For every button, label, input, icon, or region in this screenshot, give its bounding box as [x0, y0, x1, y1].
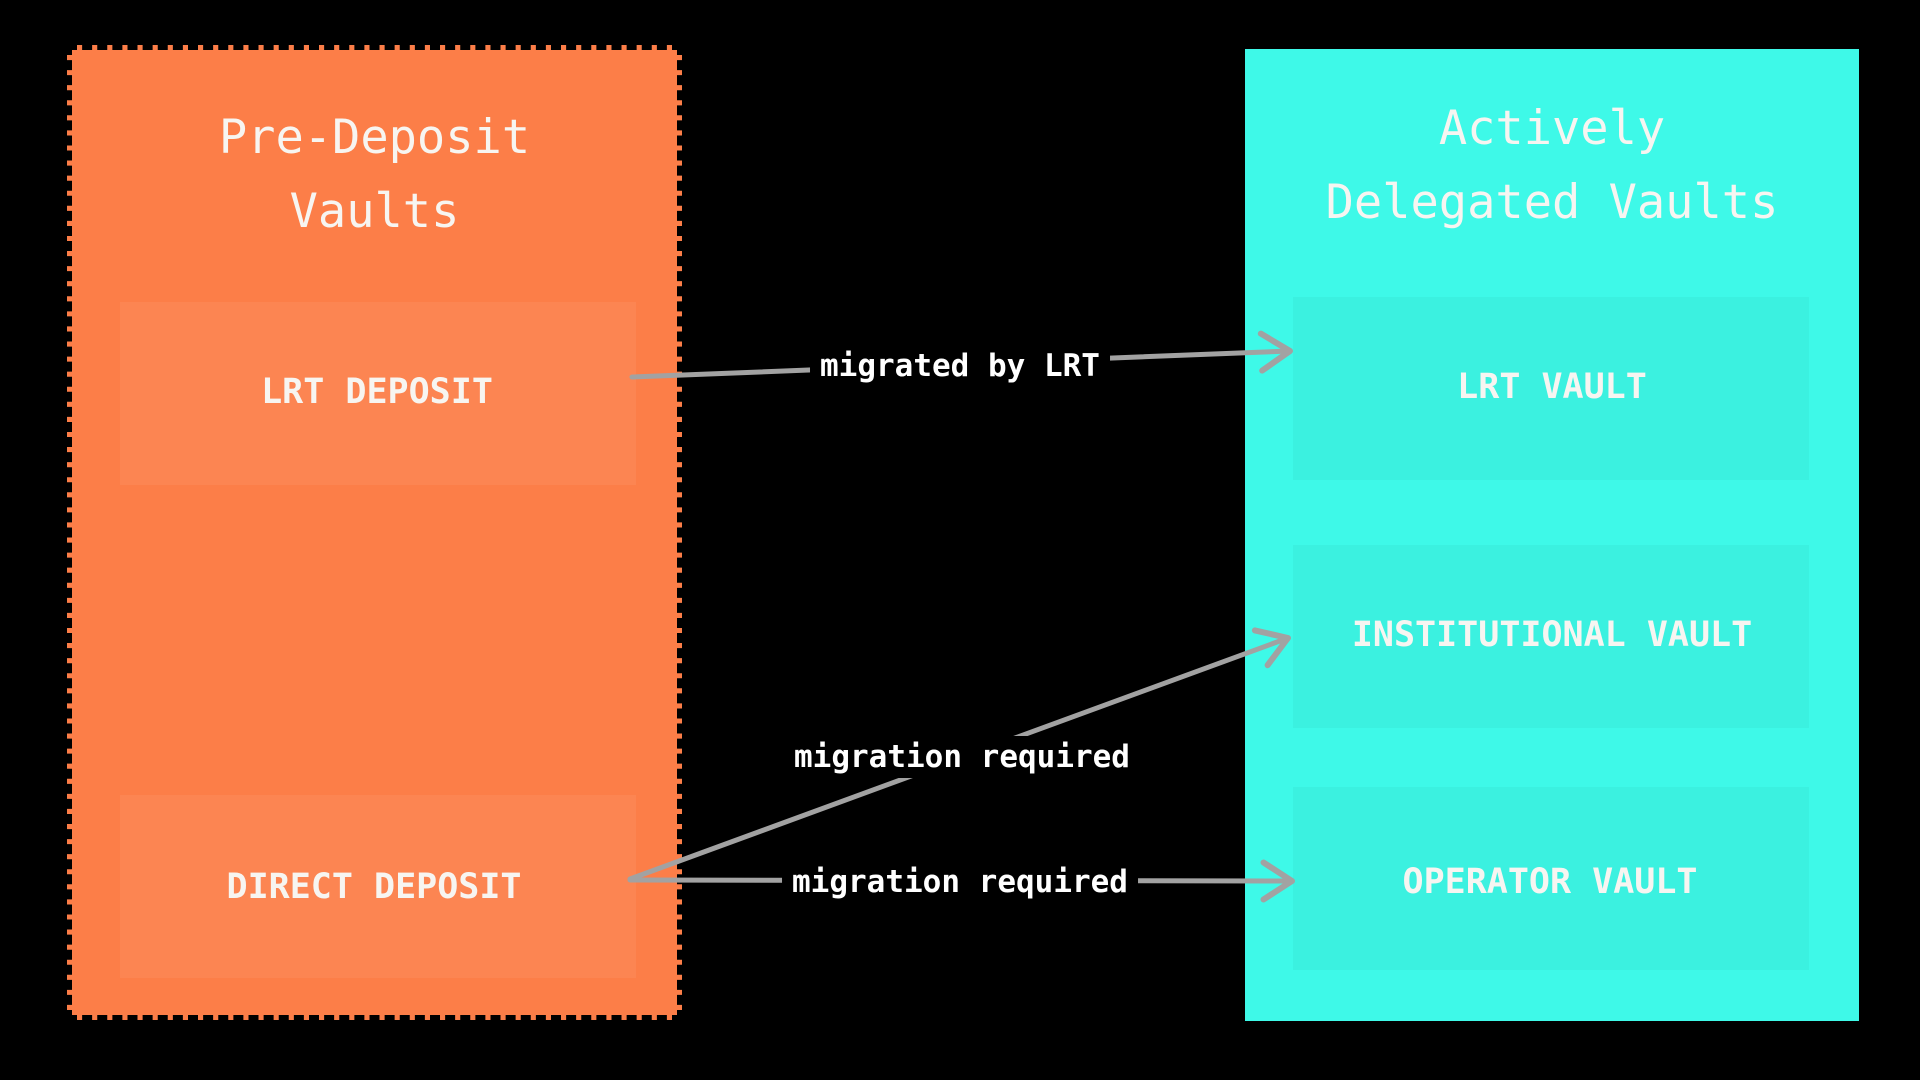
edge-label-migration-required-operator: migration required [782, 861, 1138, 903]
lrt-deposit-node [120, 302, 636, 485]
actively-delegated-vaults-panel: Actively Delegated Vaults LRT VAULT INST… [1245, 49, 1859, 1021]
lrt-deposit-label: LRT DEPOSIT [261, 372, 493, 412]
direct-deposit-label: DIRECT DEPOSIT [226, 867, 522, 907]
pre-deposit-vaults-panel: Pre-Deposit Vaults LRT DEPOSIT DIRECT DE… [67, 45, 682, 1020]
lrt-vault-label: LRT VAULT [1457, 367, 1647, 407]
edge-label-migrated-by-lrt: migrated by LRT [810, 345, 1110, 387]
institutional-vault-label: INSTITUTIONAL VAULT [1351, 615, 1753, 655]
actively-delegated-vaults-title: Actively Delegated Vaults [1325, 101, 1779, 230]
pre-deposit-vaults-title: Pre-Deposit Vaults [218, 110, 531, 239]
operator-vault-label: OPERATOR VAULT [1402, 862, 1698, 902]
direct-deposit-node [120, 795, 636, 978]
edge-label-migration-required-institutional: migration required [784, 736, 1140, 778]
